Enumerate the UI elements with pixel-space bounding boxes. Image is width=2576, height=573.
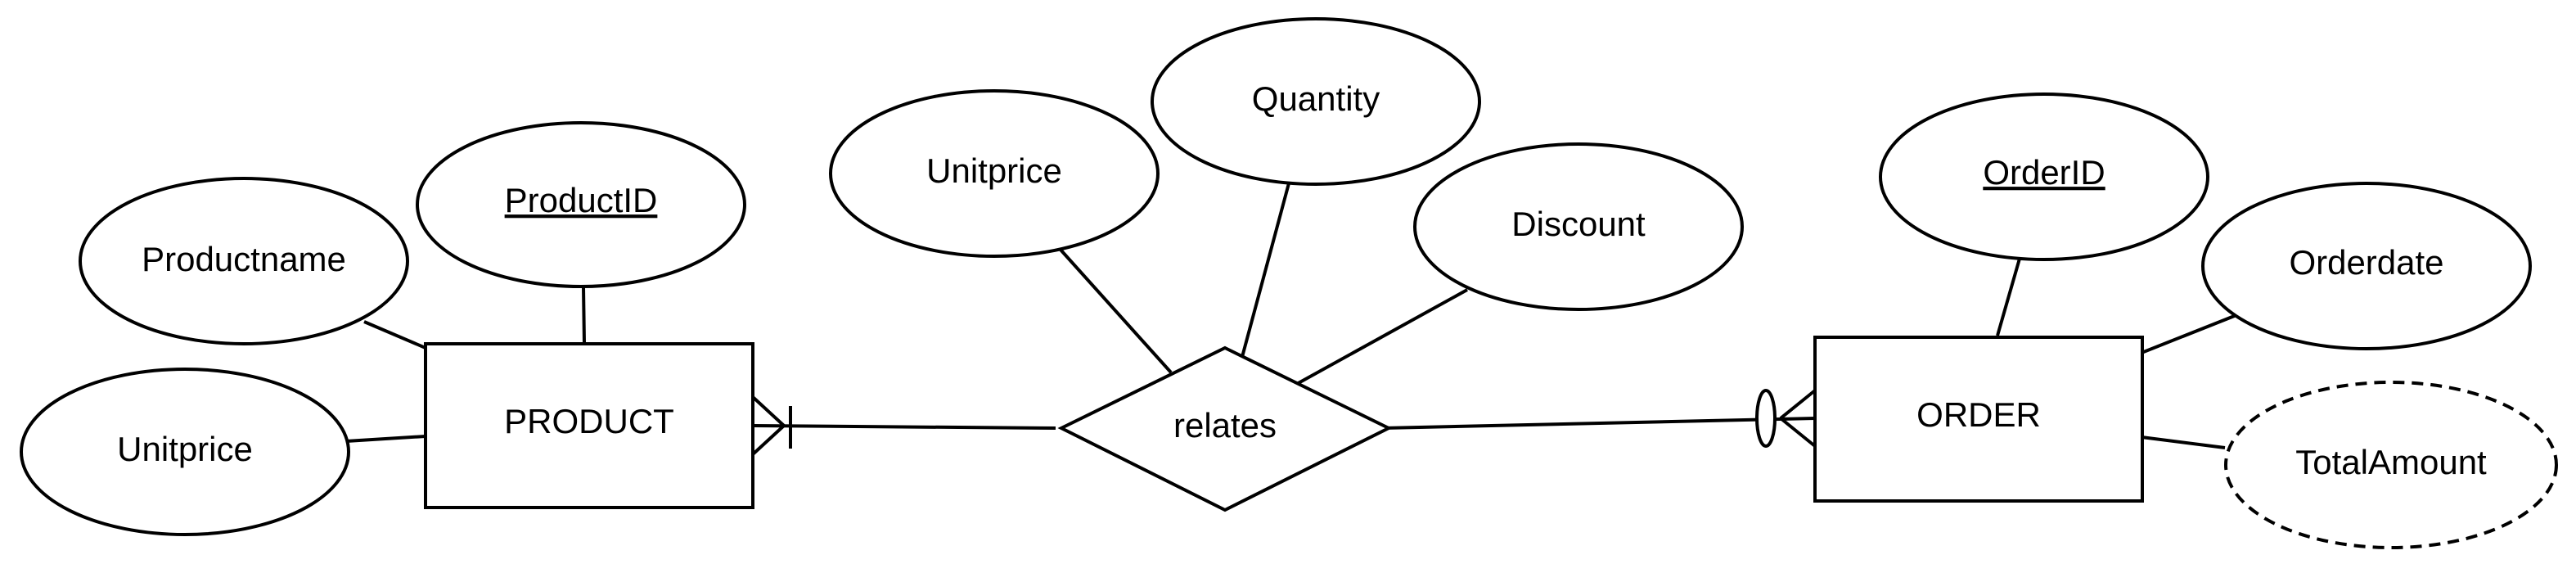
attribute-ellipse [416, 121, 746, 288]
attribute-label: Unitprice [926, 151, 1062, 190]
connector-quantity-relates [1241, 183, 1290, 358]
connector-totalamount-order [2141, 435, 2226, 449]
connector-unitprice-product [345, 435, 426, 443]
attribute-label: Discount [1511, 205, 1646, 243]
attribute-ellipse [1879, 92, 2209, 261]
relates-attribute-discount: Discount [1413, 142, 1744, 311]
attribute-label: Orderdate [2289, 243, 2443, 282]
attribute-label: Unitprice [117, 430, 253, 468]
connector-productname-product [363, 320, 426, 350]
zero-circle-order [1755, 389, 1777, 448]
crowfoot-product-upper [751, 395, 786, 427]
relates-attribute-quantity: Quantity [1151, 17, 1481, 186]
entity-box [1813, 336, 2144, 503]
attribute-label: Productname [142, 240, 346, 278]
connector-orderdate-order [2141, 314, 2237, 354]
entity-label: ORDER [1916, 395, 2041, 434]
entity-box [424, 342, 754, 509]
crowfoot-product-lower [751, 424, 786, 456]
entity-order: ORDER [1813, 336, 2144, 503]
order-attribute-orderdate: Orderdate [2201, 182, 2532, 350]
relationship-label: relates [1173, 406, 1277, 444]
order-attribute-orderid: OrderID [1879, 92, 2209, 261]
order-attribute-totalamount: TotalAmount [2224, 381, 2558, 549]
relationship-diamond [1057, 345, 1393, 512]
entity-product: PRODUCT [424, 342, 754, 509]
entity-label: PRODUCT [504, 402, 674, 440]
crowfoot-order-lower [1779, 417, 1817, 448]
product-attribute-productname: Productname [79, 177, 409, 345]
attribute-ellipse [1413, 142, 1744, 311]
crowfoot-order-upper [1779, 389, 1817, 420]
connector-unitprice-relates [1059, 248, 1173, 374]
attribute-ellipse [2201, 182, 2532, 350]
connector-relates-order [1382, 417, 1816, 430]
derived-attribute-label: TotalAmount [2295, 443, 2487, 481]
connector-orderid-order [1996, 258, 2021, 336]
attribute-ellipse [79, 177, 409, 345]
attribute-ellipse [20, 368, 350, 536]
derived-attribute-ellipse [2224, 381, 2558, 549]
attribute-label: Quantity [1252, 79, 1380, 118]
primary-key-label: ProductID [505, 181, 658, 219]
cardinality-order-side [1755, 389, 1817, 448]
primary-key-label: OrderID [1983, 153, 2105, 192]
attribute-ellipse [1151, 17, 1481, 186]
connectors [345, 183, 2237, 449]
product-attribute-unitprice: Unitprice [20, 368, 350, 536]
product-attribute-productid: ProductID [416, 121, 746, 288]
relates-attribute-unitprice: Unitprice [829, 89, 1160, 258]
connector-product-relates [752, 424, 1056, 430]
attribute-ellipse [829, 89, 1160, 258]
relationship-relates: relates [1057, 345, 1393, 512]
connector-productid-product [582, 286, 586, 345]
connector-discount-relates [1295, 288, 1468, 386]
cardinality-product-side [751, 395, 792, 456]
